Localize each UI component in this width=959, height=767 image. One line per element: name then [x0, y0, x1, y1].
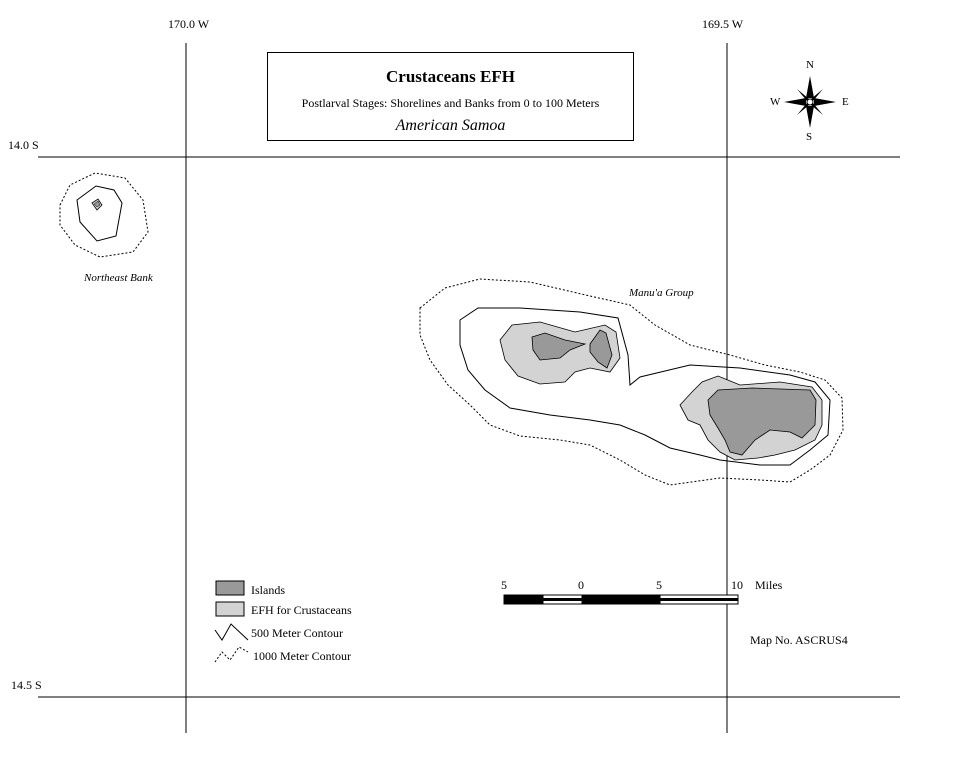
legend-label-efh: EFH for Crustaceans: [251, 603, 352, 617]
legend: [214, 580, 249, 663]
manua-500m-contour: [459, 307, 831, 466]
lat-label-north: 14.0 S: [8, 138, 39, 152]
legend-label-500m: 500 Meter Contour: [251, 626, 343, 640]
compass-point-sw: [797, 103, 809, 115]
compass-point-se: [811, 103, 823, 115]
legend-swatch-efh: [215, 601, 245, 617]
manua-group-label: Manu'a Group: [629, 287, 694, 299]
northeast-bank-1000m-contour: [59, 172, 149, 258]
legend-label-islands: Islands: [251, 583, 285, 597]
olosega-island: [589, 329, 613, 369]
compass-point-e: [814, 98, 836, 106]
scale-tick-5: 5: [656, 578, 662, 592]
compass-point-ne: [811, 89, 823, 101]
scale-tick-5-left: 5: [501, 578, 507, 592]
lat-label-south: 14.5 S: [11, 678, 42, 692]
northeast-bank-500m-contour: [76, 185, 123, 242]
compass-rose: [784, 76, 836, 128]
lon-label-west: 170.0 W: [168, 17, 210, 31]
compass-label-w: W: [770, 96, 781, 108]
scale-segment-3: [581, 594, 661, 605]
tau-island: [707, 387, 817, 456]
scale-segment-1: [503, 594, 544, 605]
manua-1000m-contour: [419, 278, 844, 486]
lon-label-east: 169.5 W: [702, 17, 744, 31]
compass-center: [806, 98, 814, 106]
scale-tick-0: 0: [578, 578, 584, 592]
compass-label-s: S: [806, 131, 813, 143]
compass-label-e: E: [842, 96, 849, 108]
northeast-bank-island: [93, 200, 101, 208]
scale-unit: Miles: [755, 578, 783, 592]
scale-inner-band-1: [543, 598, 582, 601]
map-region: American Samoa: [395, 117, 506, 134]
scale-bar: [503, 594, 739, 605]
manua-group: [419, 278, 844, 486]
compass-point-n: [806, 76, 814, 98]
scale-inner-band-2: [660, 598, 738, 601]
compass-point-w: [784, 98, 806, 106]
legend-swatch-islands: [215, 580, 245, 596]
scale-tick-10: 10: [731, 578, 743, 592]
legend-label-1000m: 1000 Meter Contour: [253, 649, 351, 663]
compass-point-s: [806, 106, 814, 128]
map-number: Map No. ASCRUS4: [750, 633, 848, 647]
map-title: Crustaceans EFH: [386, 67, 515, 86]
legend-swatch-500m-contour: [214, 623, 249, 641]
northeast-bank: [59, 172, 149, 258]
compass-label-n: N: [806, 59, 814, 71]
map-subtitle: Postlarval Stages: Shorelines and Banks …: [301, 96, 600, 110]
ofu-island: [531, 332, 587, 361]
compass-point-nw: [797, 89, 809, 101]
northeast-bank-label: Northeast Bank: [84, 272, 153, 284]
legend-swatch-1000m-contour: [214, 646, 249, 663]
title-box: Crustaceans EFH Postlarval Stages: Shore…: [267, 52, 634, 141]
graticule: [38, 43, 900, 733]
